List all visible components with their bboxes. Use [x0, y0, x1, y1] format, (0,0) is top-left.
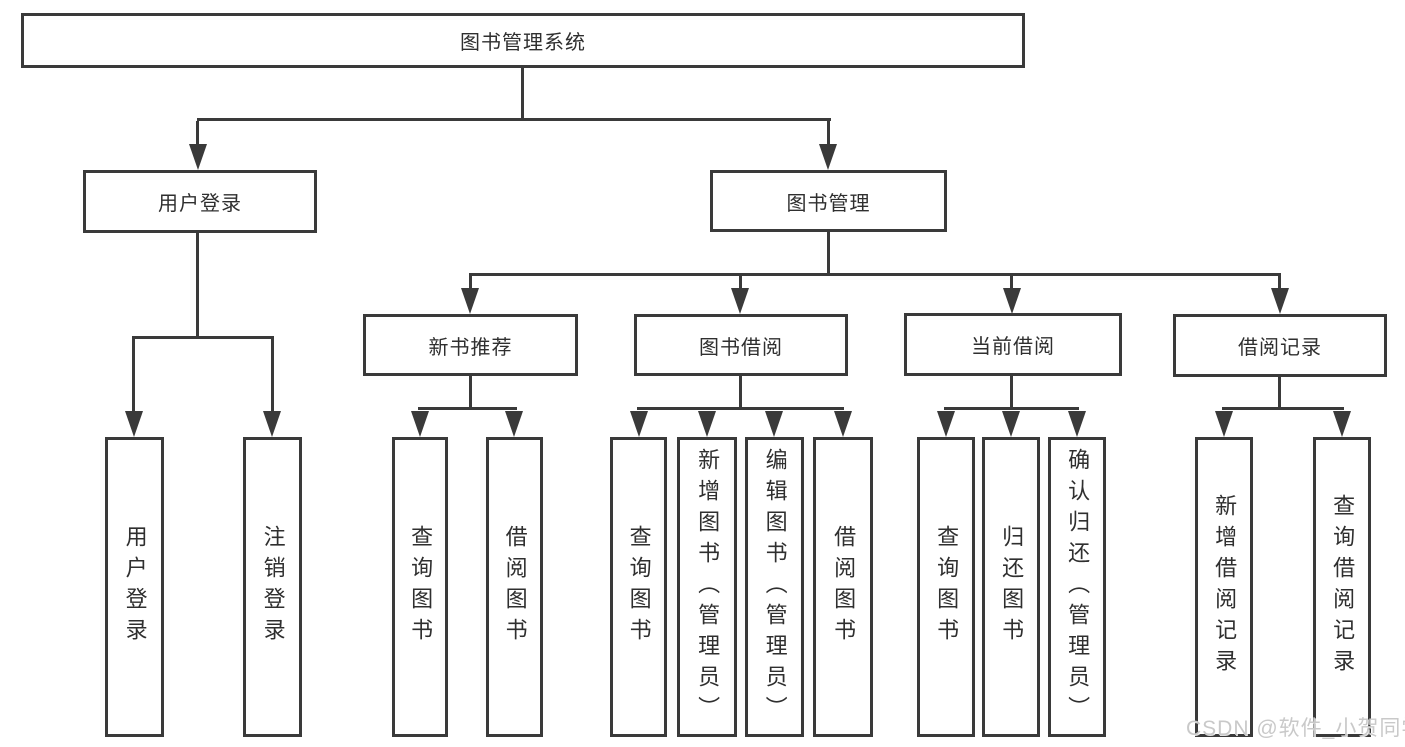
connector-drop	[1278, 276, 1281, 290]
connector-drop	[469, 276, 472, 290]
connector-stem	[469, 376, 472, 410]
csdn-watermark: CSDN @软件_小贺同学	[1186, 717, 1405, 740]
node-confirm-return-admin: 确认归还（管理员）	[1048, 437, 1106, 737]
connector-user-login-rail	[132, 336, 274, 339]
arrowhead-icon	[834, 411, 852, 437]
arrowhead-icon	[698, 411, 716, 437]
node-query-books-borrowing: 查询图书	[610, 437, 667, 737]
node-label: 借阅记录	[1238, 337, 1322, 359]
connector-level2-rail	[197, 118, 831, 121]
connector-rail	[637, 407, 844, 410]
arrowhead-icon	[411, 411, 429, 437]
node-new-book-recommendation: 新书推荐	[363, 314, 578, 376]
connector-drop	[196, 121, 199, 146]
node-label: 借阅图书	[831, 525, 857, 649]
arrowhead-icon	[731, 288, 749, 314]
arrowhead-icon	[819, 144, 837, 170]
node-label: 借阅图书	[502, 525, 528, 649]
node-user-login-action: 用户登录	[105, 437, 164, 737]
node-user-login: 用户登录	[83, 170, 317, 233]
arrowhead-icon	[1271, 288, 1289, 314]
arrowhead-icon	[263, 411, 281, 437]
arrowhead-icon	[1002, 411, 1020, 437]
node-label: 新增借阅记录	[1212, 494, 1238, 680]
node-borrowing-records: 借阅记录	[1173, 314, 1387, 377]
node-label: 查询图书	[408, 525, 434, 649]
node-label: 图书借阅	[699, 336, 783, 359]
connector-root-stem	[521, 68, 524, 121]
connector-stem	[1278, 377, 1281, 410]
node-label: 新书推荐	[428, 336, 513, 359]
arrowhead-icon	[765, 411, 783, 437]
arrowhead-icon	[1333, 411, 1351, 437]
arrowhead-icon	[505, 411, 523, 437]
node-query-books-recommend: 查询图书	[392, 437, 448, 737]
node-label: 新增图书（管理员）	[695, 447, 721, 727]
connector-drop	[271, 339, 274, 413]
node-borrow-books-recommend: 借阅图书	[486, 437, 543, 737]
arrowhead-icon	[461, 288, 479, 314]
node-book-management: 图书管理	[710, 170, 947, 232]
connector-drop	[827, 121, 830, 146]
node-label: 图书管理	[786, 192, 871, 215]
connector-level3-rail	[469, 273, 1281, 276]
node-label: 用户登录	[122, 525, 148, 649]
arrowhead-icon	[125, 411, 143, 437]
node-label: 查询图书	[626, 525, 652, 649]
node-label: 图书管理系统	[460, 32, 586, 54]
node-library-management-system: 图书管理系统	[21, 13, 1025, 68]
arrowhead-icon	[630, 411, 648, 437]
node-borrow-books-borrowing: 借阅图书	[813, 437, 873, 737]
node-query-borrow-record: 查询借阅记录	[1313, 437, 1371, 737]
arrowhead-icon	[1068, 411, 1086, 437]
node-add-books-admin: 新增图书（管理员）	[677, 437, 737, 737]
node-query-books-current: 查询图书	[917, 437, 975, 737]
connector-drop	[1010, 276, 1013, 290]
arrowhead-icon	[1215, 411, 1233, 437]
connector-user-login-stem	[196, 233, 199, 339]
connector-rail	[418, 407, 517, 410]
node-label: 查询借阅记录	[1330, 494, 1356, 680]
connector-drop	[132, 339, 135, 413]
arrowhead-icon	[1003, 288, 1021, 314]
node-add-borrow-record: 新增借阅记录	[1195, 437, 1253, 737]
connector-book-management-stem	[827, 232, 830, 276]
node-label: 归还图书	[999, 525, 1025, 649]
node-label: 注销登录	[260, 525, 286, 649]
connector-rail	[1222, 407, 1344, 410]
node-current-borrowing: 当前借阅	[904, 313, 1122, 376]
node-label: 查询图书	[934, 525, 960, 649]
node-label: 编辑图书（管理员）	[762, 447, 788, 727]
node-edit-books-admin: 编辑图书（管理员）	[745, 437, 804, 737]
connector-stem	[739, 376, 742, 410]
connector-drop	[739, 276, 742, 290]
node-return-books: 归还图书	[982, 437, 1040, 737]
node-label: 当前借阅	[971, 336, 1055, 358]
connector-rail	[944, 407, 1079, 410]
arrowhead-icon	[937, 411, 955, 437]
node-label: 确认归还（管理员）	[1065, 447, 1091, 727]
arrowhead-icon	[189, 144, 207, 170]
node-logout: 注销登录	[243, 437, 302, 737]
node-label: 用户登录	[158, 193, 242, 215]
node-book-borrowing: 图书借阅	[634, 314, 848, 376]
connector-stem	[1010, 375, 1013, 410]
